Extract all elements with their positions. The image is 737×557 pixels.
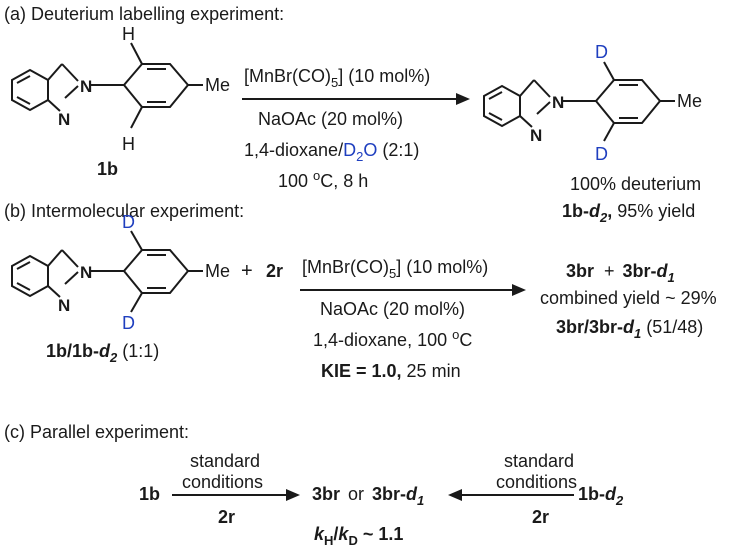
reactant-1b-n1: N bbox=[80, 77, 92, 96]
section-b-heading: (b) Intermolecular experiment: bbox=[4, 201, 244, 221]
reactant-1b-h-top: H bbox=[122, 24, 135, 44]
conditions-b: 1,4-dioxane, 100 oC bbox=[313, 327, 472, 350]
reactant-b-d-bottom: D bbox=[122, 313, 135, 333]
c-left-top-1: standard bbox=[190, 451, 260, 471]
solvent-a: 1,4-dioxane/D2O (2:1) bbox=[244, 140, 419, 164]
combined-yield: combined yield ~ 29% bbox=[540, 288, 717, 308]
base-b: NaOAc (20 mol%) bbox=[320, 299, 465, 319]
product-a-me: Me bbox=[677, 91, 702, 111]
result-deuterium: 100% deuterium bbox=[570, 174, 701, 194]
reactant-b-label: 1b/1b-d2 (1:1) bbox=[46, 341, 159, 365]
catalyst-a: [MnBr(CO)5] (10 mol%) bbox=[244, 66, 430, 90]
reactant-1b-me: Me bbox=[205, 75, 230, 95]
partner-2r: 2r bbox=[266, 261, 283, 281]
result-yield: 1b-d2, 95% yield bbox=[562, 201, 695, 225]
c-right-bottom: 2r bbox=[532, 507, 549, 527]
arrow-a bbox=[242, 93, 470, 105]
product-a-n2: N bbox=[530, 126, 542, 145]
plus-b: + bbox=[241, 260, 253, 282]
product-a-d-top: D bbox=[595, 42, 608, 62]
reactant-b-d-top: D bbox=[122, 212, 135, 232]
reactant-b-n2: N bbox=[58, 296, 70, 315]
conditions-a: 100 oC, 8 h bbox=[278, 168, 368, 191]
product-a-n1: N bbox=[552, 93, 564, 112]
c-right-top-2: conditions bbox=[496, 472, 577, 492]
reactant-b-n1: N bbox=[80, 263, 92, 282]
base-a: NaOAc (20 mol%) bbox=[258, 109, 403, 129]
c-left-bottom: 2r bbox=[218, 507, 235, 527]
reactant-b-structure bbox=[11, 230, 203, 313]
catalyst-b: [MnBr(CO)5] (10 mol%) bbox=[302, 257, 488, 281]
ratio-b: 3br/3br-d1 (51/48) bbox=[556, 317, 703, 341]
reactant-1b-n2: N bbox=[58, 110, 70, 129]
c-right-top-1: standard bbox=[504, 451, 574, 471]
section-c-heading: (c) Parallel experiment: bbox=[4, 422, 189, 442]
product-a-d-bottom: D bbox=[595, 144, 608, 164]
arrow-c-left bbox=[172, 489, 300, 501]
arrow-b bbox=[300, 284, 526, 296]
c-right-sm: 1b-d2 bbox=[578, 484, 624, 508]
product-1b-d2-structure bbox=[483, 61, 675, 142]
c-left-top-2: conditions bbox=[182, 472, 263, 492]
reactant-b-me: Me bbox=[205, 261, 230, 281]
reactant-1b-structure bbox=[11, 42, 203, 129]
kh-kd: kH/kD ~ 1.1 bbox=[314, 524, 403, 548]
c-left-sm: 1b bbox=[139, 484, 160, 504]
kie-b: KIE = 1.0, 25 min bbox=[321, 361, 461, 381]
products-b: 3br+3br-d1 bbox=[566, 261, 675, 285]
section-a-heading: (a) Deuterium labelling experiment: bbox=[4, 4, 284, 24]
arrow-c-right bbox=[448, 489, 574, 501]
reactant-1b-h-bottom: H bbox=[122, 134, 135, 154]
reactant-1b-label: 1b bbox=[97, 159, 118, 179]
